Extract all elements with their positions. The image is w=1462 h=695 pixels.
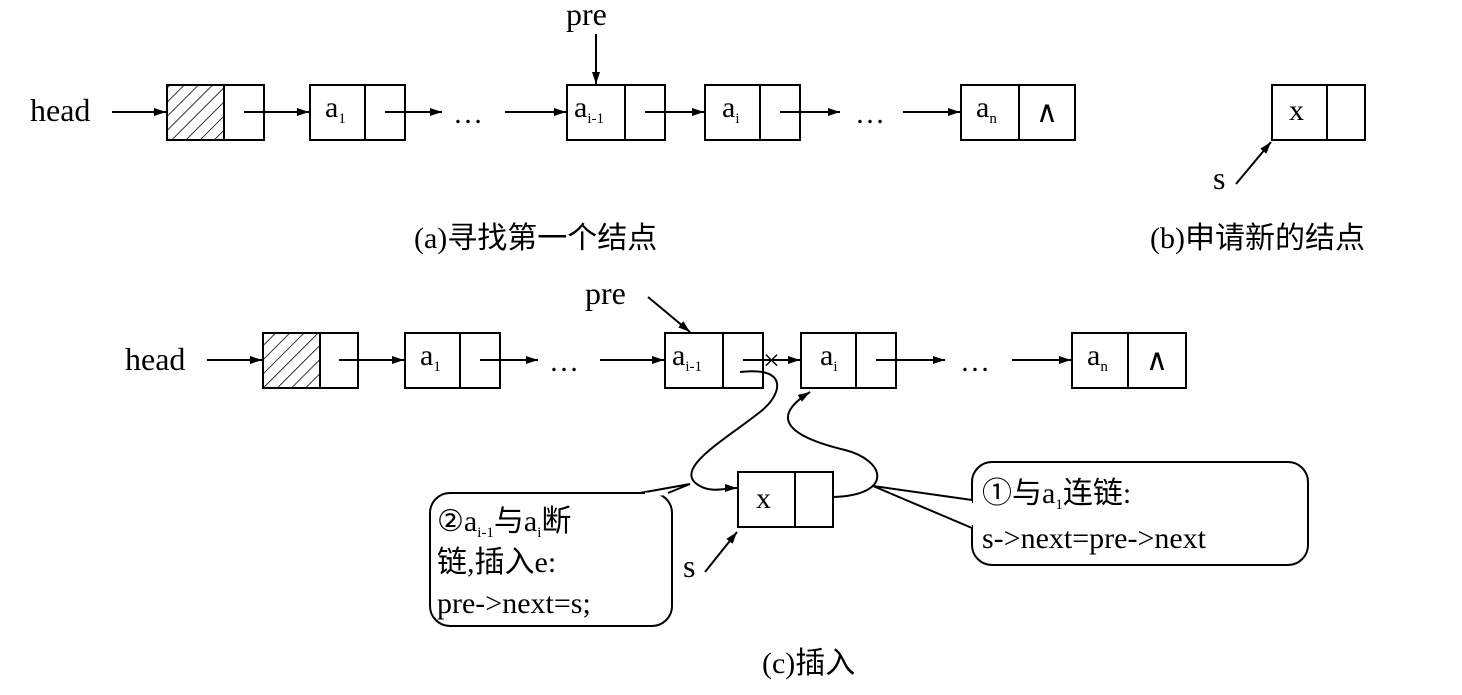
caption-b: (b)申请新的结点: [1150, 222, 1365, 255]
node-x: x: [737, 471, 834, 528]
callout-2-line1: ②ai-1与ai断: [437, 505, 571, 541]
callout-pointer: [639, 483, 691, 494]
node-label: ai-1: [574, 91, 604, 127]
null-symbol: ∧: [1036, 96, 1058, 129]
node-ai-1: ai-1: [664, 332, 764, 389]
callout-2: ②ai-1与ai断 链,插入e: pre->next=s;: [429, 483, 691, 627]
link-s-to-ai-curve: [786, 391, 879, 498]
pre-label: pre: [566, 0, 607, 32]
callout-pointer: [872, 485, 973, 529]
callout-2-line3: pre->next=s;: [437, 587, 591, 620]
s-arrow: [704, 531, 738, 573]
node-value: x: [756, 482, 771, 515]
ellipsis: …: [549, 345, 579, 378]
caption-c: (c)插入: [762, 647, 855, 680]
hatched-data-cell: [166, 84, 225, 141]
ellipsis: …: [855, 97, 885, 130]
node-label: ai: [820, 339, 838, 375]
node-value: x: [1289, 94, 1304, 127]
null-symbol: ∧: [1146, 344, 1168, 377]
node-label: a1: [420, 339, 441, 375]
caption-a: (a)寻找第一个结点: [414, 222, 657, 255]
s-label: s: [683, 548, 695, 584]
panel-b: x s (b)申请新的结点: [1150, 84, 1366, 255]
node-label: ai-1: [672, 339, 702, 375]
link-pre-to-s-curve: [690, 370, 779, 493]
pre-arrow: [647, 296, 691, 333]
node-an: an ∧: [1071, 332, 1187, 389]
hatched-data-cell: [262, 332, 321, 389]
ellipsis: …: [453, 97, 483, 130]
callout-1-line1: ①与a1连链:: [982, 477, 1131, 513]
break-mark: ×: [763, 344, 780, 377]
head-node: [166, 84, 265, 141]
node-label: a1: [325, 91, 346, 127]
node-label: an: [1087, 339, 1108, 375]
head-label: head: [30, 92, 90, 128]
callout-2-line2: 链,插入e:: [437, 546, 556, 579]
panel-c: head a1 … pre ai-1 × ai …: [125, 275, 1309, 680]
node-ai: ai: [704, 84, 801, 141]
s-arrow: [1235, 141, 1272, 185]
callout-1-line2: s->next=pre->next: [982, 522, 1207, 555]
head-label: head: [125, 341, 185, 377]
node-label: an: [976, 91, 997, 127]
panel-a: head a1 … pre ai-1 ai …: [30, 0, 1076, 255]
callout-1: ①与a1连链: s->next=pre->next: [872, 461, 1309, 566]
ellipsis: …: [960, 345, 990, 378]
pre-label: pre: [585, 275, 626, 311]
node-x: x: [1271, 84, 1366, 141]
head-node: [262, 332, 359, 389]
node-label: ai: [722, 91, 740, 127]
node-an: an ∧: [960, 84, 1076, 141]
s-label: s: [1213, 160, 1225, 196]
